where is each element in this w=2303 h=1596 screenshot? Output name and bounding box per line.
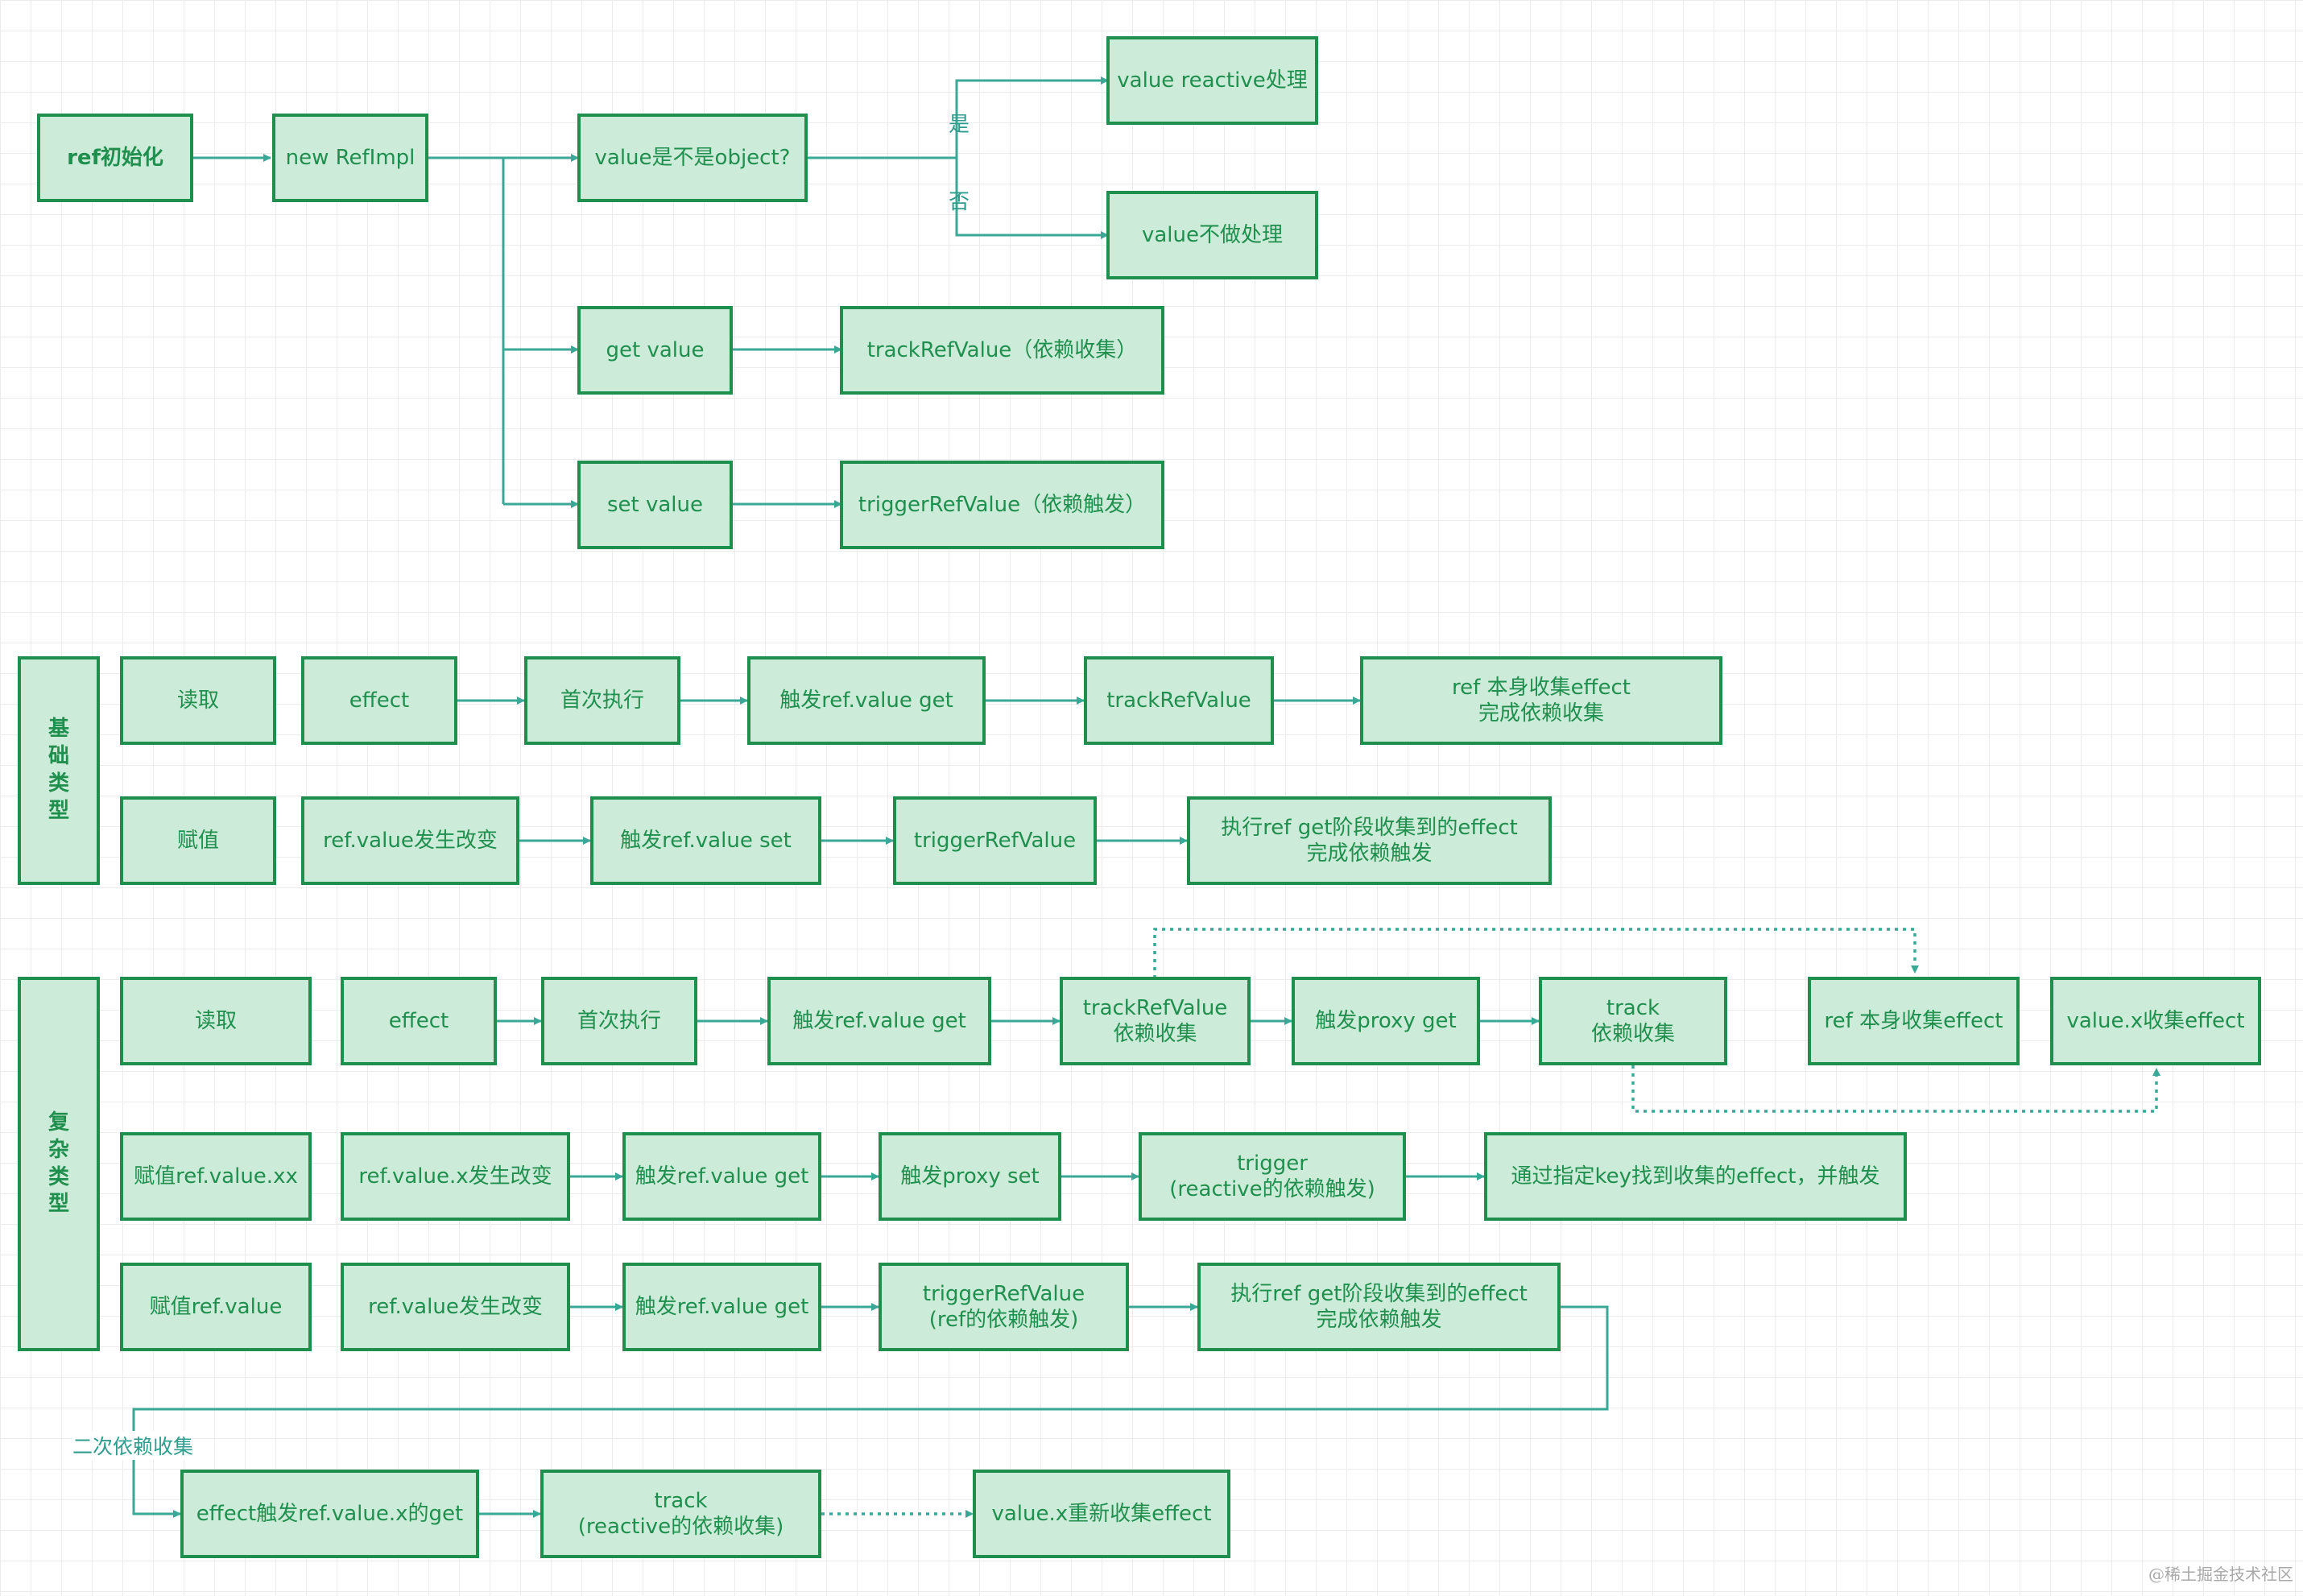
node-complex-trigger: trigger (reactive的依赖触发): [1139, 1132, 1406, 1221]
watermark: @稀土掘金技术社区: [2148, 1565, 2293, 1584]
node-ref-init: ref初始化: [37, 114, 193, 202]
edge-no: [955, 158, 1109, 239]
node-complex-trigger-get3: 触发ref.value get: [622, 1263, 821, 1351]
node-complex-first-run: 首次执行: [541, 977, 697, 1065]
node-complex-track-ref-value: trackRefValue 依赖收集: [1060, 977, 1251, 1065]
group-basic-type: 基础类型: [18, 656, 100, 885]
node-basic-collect: ref 本身收集effect 完成依赖收集: [1360, 656, 1722, 745]
node-complex-read: 读取: [120, 977, 312, 1065]
node-basic-trigger-set: 触发ref.value set: [590, 796, 821, 885]
node-value-reactive: value reactive处理: [1106, 36, 1318, 125]
node-complex-track: track 依赖收集: [1539, 977, 1727, 1065]
node-set-value: set value: [577, 461, 733, 549]
node-complex-assign-xx: 赋值ref.value.xx: [120, 1132, 312, 1221]
node-complex-assign-value: 赋值ref.value: [120, 1263, 312, 1351]
node-complex-x-changed: ref.value.x发生改变: [341, 1132, 570, 1221]
node-track-reactive: track (reactive的依赖收集): [540, 1470, 821, 1558]
node-complex-proxy-set: 触发proxy set: [879, 1132, 1061, 1221]
node-complex-trigger-get2: 触发ref.value get: [622, 1132, 821, 1221]
label-no: 否: [949, 190, 970, 214]
node-basic-track-ref-value: trackRefValue: [1084, 656, 1274, 745]
node-basic-effect: effect: [301, 656, 457, 745]
node-basic-trigger-get: 触发ref.value get: [747, 656, 986, 745]
label-second-collect: 二次依赖收集: [72, 1431, 194, 1460]
node-value-no-process: value不做处理: [1106, 191, 1318, 279]
node-complex-effect: effect: [341, 977, 497, 1065]
node-effect-x-get: effect触发ref.value.x的get: [180, 1470, 479, 1558]
group-complex-type: 复杂类型: [18, 977, 100, 1351]
node-basic-read: 读取: [120, 656, 276, 745]
edge-dotted-x-collect: [1631, 1065, 2160, 1113]
label-yes: 是: [949, 113, 970, 137]
node-complex-trigger-ref-value: triggerRefValue (ref的依赖触发): [879, 1263, 1129, 1351]
edge-yes: [955, 76, 1109, 158]
node-complex-by-key: 通过指定key找到收集的effect，并触发: [1484, 1132, 1907, 1221]
node-complex-trigger-get: 触发ref.value get: [767, 977, 991, 1065]
node-complex-x-collect: value.x收集effect: [2050, 977, 2261, 1065]
node-basic-exec: 执行ref get阶段收集到的effect 完成依赖触发: [1187, 796, 1552, 885]
node-basic-changed: ref.value发生改变: [301, 796, 519, 885]
node-complex-exec: 执行ref get阶段收集到的effect 完成依赖触发: [1197, 1263, 1561, 1351]
node-complex-value-changed: ref.value发生改变: [341, 1263, 570, 1351]
edge-dotted-ref-collect: [1153, 928, 1919, 978]
node-basic-assign: 赋值: [120, 796, 276, 885]
node-trigger-ref-value: triggerRefValue（依赖触发）: [840, 461, 1164, 549]
node-is-object: value是不是object?: [577, 114, 808, 202]
node-track-ref-value: trackRefValue（依赖收集）: [840, 306, 1164, 395]
node-basic-trigger-ref-value: triggerRefValue: [893, 796, 1097, 885]
node-new-refimpl: new RefImpl: [272, 114, 428, 202]
node-recollect: value.x重新收集effect: [973, 1470, 1230, 1558]
node-get-value: get value: [577, 306, 733, 395]
node-complex-ref-collect: ref 本身收集effect: [1808, 977, 2020, 1065]
node-complex-proxy-get: 触发proxy get: [1292, 977, 1480, 1065]
node-basic-first-run: 首次执行: [524, 656, 680, 745]
edge-second-collect: [132, 1305, 1609, 1518]
